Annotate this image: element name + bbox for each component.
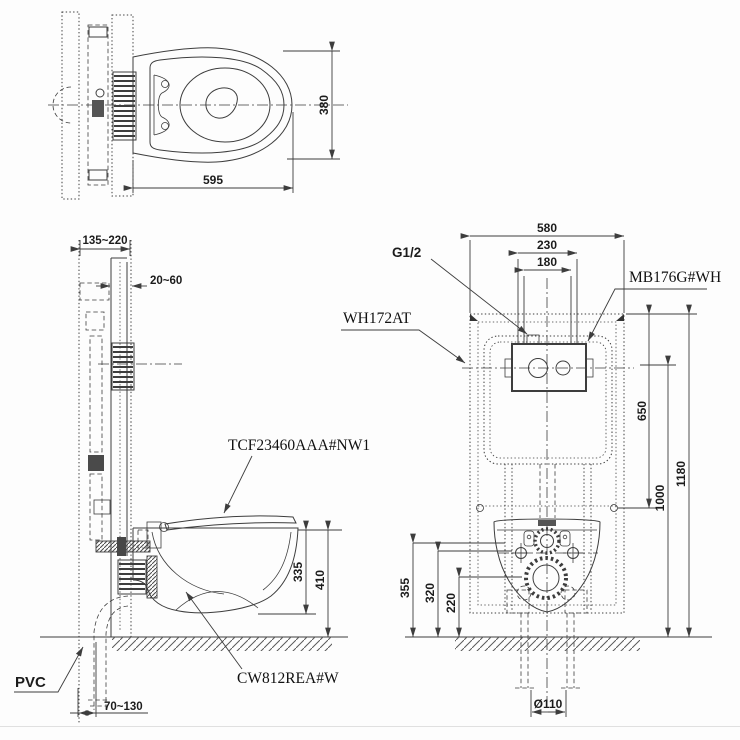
cistern-outline — [483, 335, 613, 465]
dim-rim-height: 410 — [313, 570, 327, 590]
dim-fix-height: 320 — [423, 583, 437, 603]
floor-hatch-side — [112, 637, 332, 651]
dim-frame-height: 1180 — [674, 461, 688, 487]
frame-plan-cap-top — [88, 26, 108, 38]
dim-bracket-height: 355 — [398, 578, 412, 598]
frame-plan-cap-bottom — [88, 169, 108, 181]
bowl-plan-opening — [179, 67, 271, 143]
seat-side — [137, 515, 297, 549]
flush-button-large — [528, 358, 548, 378]
plan-view: 380 595 — [48, 11, 348, 200]
front-right-dimensions: 650 1000 1180 — [618, 304, 697, 638]
fixing-rod — [93, 499, 151, 556]
dim-bowl-height: 335 — [291, 562, 305, 582]
supply-corrugation — [98, 342, 182, 391]
frame-plan-back-band — [61, 11, 80, 200]
frame-top-bracket — [79, 282, 110, 301]
dim-wall-depth: 135~220 — [82, 235, 127, 247]
outlet-flange — [524, 556, 568, 600]
dim-plate-width: 180 — [537, 255, 557, 269]
bowl-plan-outline — [132, 47, 293, 163]
dim-drain: Ø110 — [534, 697, 563, 711]
dim-plate-cut-width: 230 — [537, 238, 557, 252]
fixing-bolt-right — [563, 543, 583, 563]
frame-legs — [476, 464, 618, 614]
pvc-elbow — [88, 595, 129, 710]
label-seat-model: TCF23460AAA#NW1 — [228, 437, 370, 454]
front-left-dimensions: 355 320 220 — [398, 533, 522, 638]
plan-outlet-coupling — [112, 71, 137, 141]
frame-plan-block — [92, 100, 104, 117]
label-push-plate-model: MB176G#WH — [629, 269, 721, 286]
page-bottom-border — [0, 726, 740, 727]
seat-hinge-plan — [153, 74, 170, 136]
frame-inner — [477, 321, 617, 606]
flush-pipe-stack — [88, 335, 104, 541]
frame-outer — [469, 313, 625, 614]
flush-button-small — [555, 360, 571, 376]
fixing-bolt-left — [511, 543, 531, 563]
front-top-dimensions: 580 230 180 — [460, 221, 625, 343]
label-pvc: PVC — [15, 674, 46, 691]
frame-plan-bolt — [95, 88, 105, 98]
water-spot — [205, 87, 238, 119]
plan-dimensions: 380 595 — [123, 41, 340, 193]
seat-plan-outline — [149, 56, 285, 154]
bowl-front — [493, 518, 601, 613]
supply-stub — [526, 334, 540, 345]
dim-supply-height: 1000 — [653, 484, 667, 511]
dim-frame-width: 580 — [537, 221, 557, 235]
front-view: 580 230 180 650 1000 1180 355 — [341, 221, 721, 717]
drain-dimension: Ø110 — [530, 690, 567, 717]
label-supply-thread: G1/2 — [392, 245, 421, 260]
side-labels: TCF23460AAA#NW1 CW812REA#W PVC — [14, 437, 370, 693]
front-labels: G1/2 WH172AT MB176G#WH — [341, 245, 721, 364]
side-view: 135~220 20~60 335 410 70~130 TCF23460AAA… — [14, 235, 370, 724]
outlet-connector — [117, 555, 158, 599]
inlet-fitting — [85, 311, 105, 331]
dim-plan-length: 595 — [203, 173, 223, 187]
cistern-inner — [489, 341, 607, 459]
floor-hatch-front — [455, 637, 640, 651]
anchor-left — [470, 314, 478, 321]
label-bowl-model: CW812REA#W — [237, 670, 339, 687]
anchor-right — [616, 314, 624, 321]
dim-plan-width: 380 — [317, 95, 331, 115]
dim-tank-height: 650 — [635, 401, 649, 421]
dim-outlet-offset: 70~130 — [104, 701, 143, 713]
push-plate — [504, 343, 594, 392]
dim-outlet-height: 220 — [444, 593, 458, 613]
side-dimensions: 135~220 20~60 335 410 70~130 — [70, 235, 342, 717]
label-frame-model: WH172AT — [343, 310, 412, 327]
frame-plan-mechanism — [87, 24, 109, 186]
dim-finish-gap: 20~60 — [150, 275, 182, 287]
bowl-side — [132, 527, 299, 614]
